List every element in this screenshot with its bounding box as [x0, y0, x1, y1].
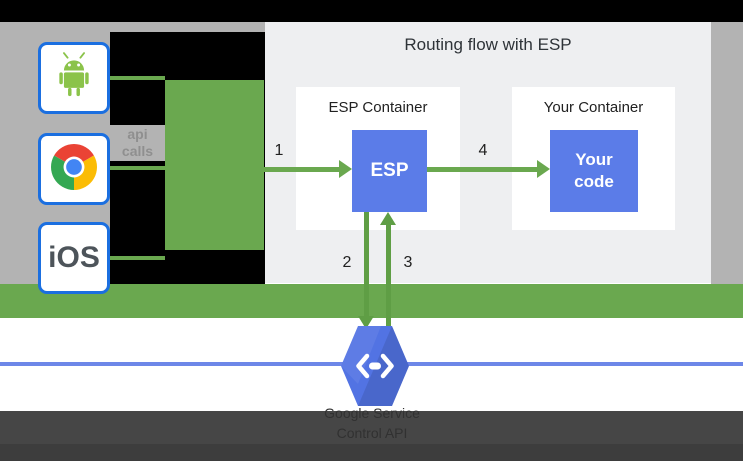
ios-client-box: iOS [38, 222, 110, 294]
arrow-1-shaft [264, 167, 342, 172]
step-label-2: 2 [342, 254, 352, 271]
routing-flow-panel: Routing flow with ESP ESP Container ESP … [265, 22, 711, 283]
panel-title: Routing flow with ESP [404, 35, 572, 54]
arrow-3-shaft [386, 225, 391, 330]
arrow-1-head-icon [339, 160, 352, 178]
your-container-box: Your Container Your code [512, 87, 675, 230]
your-code-line1: Your [575, 150, 613, 169]
chrome-icon [51, 143, 97, 195]
bottom-transparency-strip-lower [0, 444, 743, 461]
your-code-box: Your code [550, 130, 638, 212]
esp-box-label: ESP [370, 160, 409, 181]
your-code-line2: code [574, 172, 614, 191]
android-client-box [38, 42, 110, 114]
ios-label: iOS [48, 241, 100, 274]
arrow-3-head-icon [380, 212, 396, 225]
service-control-label: Google Service Control API [272, 403, 472, 443]
esp-container-box: ESP Container ESP [296, 87, 460, 230]
right-backdrop-strip [711, 22, 743, 284]
chrome-connector-line [108, 166, 165, 170]
top-transparency-bar [0, 0, 743, 22]
request-aggregation-bar [165, 80, 264, 250]
cloud-endpoints-hexagon [341, 326, 409, 406]
step-label-3: 3 [403, 254, 413, 271]
chrome-client-box [38, 133, 110, 205]
network-band [0, 284, 743, 318]
your-container-label: Your Container [543, 99, 644, 116]
api-calls-label: api calls [110, 125, 165, 161]
code-angle-brackets-icon [356, 353, 394, 379]
esp-container-label: ESP Container [328, 99, 428, 116]
arrow-2-shaft [364, 212, 369, 316]
ios-connector-line [108, 256, 165, 260]
service-control-line1: Google Service [324, 405, 420, 421]
arrow-4-shaft [427, 167, 538, 172]
arrow-2-head-icon [358, 316, 374, 329]
step-label-4: 4 [478, 142, 488, 159]
arrow-4-head-icon [537, 160, 550, 178]
api-calls-line2: calls [121, 143, 154, 159]
api-calls-line1: api [127, 126, 148, 142]
android-icon [52, 51, 96, 105]
step-label-1: 1 [274, 142, 284, 159]
esp-box: ESP [352, 130, 427, 212]
android-connector-line [108, 76, 165, 80]
service-control-line2: Control API [336, 425, 408, 441]
